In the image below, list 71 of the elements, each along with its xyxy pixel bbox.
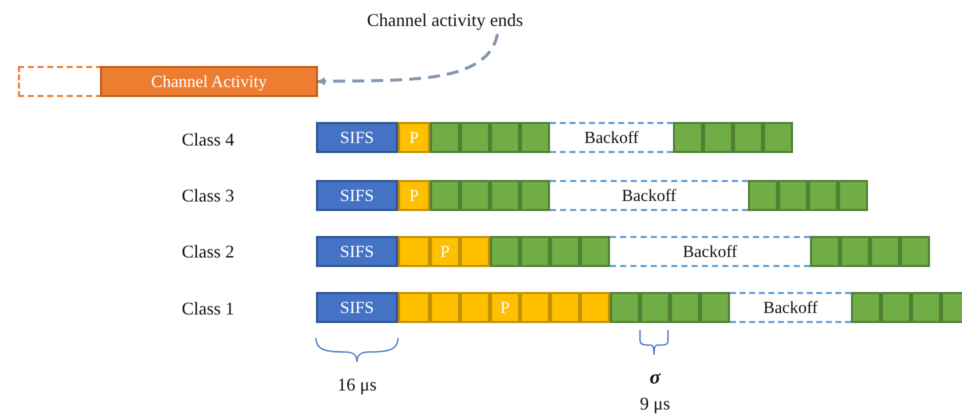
block-label: Channel Activity (151, 72, 267, 92)
slot-block (550, 236, 580, 267)
block-label: Backoff (584, 128, 639, 148)
sifs-block (316, 180, 398, 211)
slot-block (580, 292, 610, 323)
slot-block (900, 236, 930, 267)
duration-label: 16 μs (337, 374, 377, 396)
block-label: P (409, 128, 419, 148)
slot-block (580, 236, 610, 267)
block-label: SIFS (340, 128, 374, 148)
sifs-block (316, 236, 398, 267)
activity-bar (100, 66, 318, 97)
slot-block (520, 180, 550, 211)
row-label: Class 3 (182, 186, 234, 206)
slot-block (398, 122, 430, 153)
slot-block (430, 292, 460, 323)
block-label: Backoff (763, 298, 818, 318)
symbol-label: σ (650, 366, 660, 390)
slot-block (700, 292, 730, 323)
slot-block (460, 122, 490, 153)
block-label: SIFS (340, 242, 374, 262)
slot-block (490, 292, 520, 323)
slot-block (430, 236, 460, 267)
slot-block (460, 236, 490, 267)
block-label: Backoff (622, 186, 676, 206)
slot-block (610, 292, 640, 323)
slot-block (673, 122, 703, 153)
row-label: Class 2 (182, 242, 234, 262)
slot-block (870, 236, 900, 267)
slot-block (430, 122, 460, 153)
duration-label: 9 μs (640, 394, 670, 414)
slot-block (941, 292, 962, 323)
sifs-block (316, 122, 398, 153)
slot-block (460, 292, 490, 323)
slot-block (703, 122, 733, 153)
slot-block (851, 292, 881, 323)
row-label: Class 1 (182, 298, 234, 320)
slot-block (911, 292, 941, 323)
slot-block (808, 180, 838, 211)
block-label: Backoff (682, 242, 738, 262)
block-label: P (440, 242, 450, 262)
slot-block (398, 236, 430, 267)
slot-block (490, 122, 520, 153)
slot-block (748, 180, 778, 211)
slot-block (520, 236, 550, 267)
slot-block (520, 292, 550, 323)
slot-block (733, 122, 763, 153)
slot-block (490, 180, 520, 211)
slot-block (460, 180, 490, 211)
slot-block (881, 292, 911, 323)
block-label: SIFS (340, 186, 374, 206)
row-label: Class 4 (182, 130, 234, 150)
slot-block (550, 292, 580, 323)
slot-block (398, 292, 430, 323)
slot-block (430, 180, 460, 211)
slot-block (670, 292, 700, 323)
slot-block (398, 180, 430, 211)
annotation-text: Channel activity ends (340, 6, 550, 34)
slot-block (763, 122, 793, 153)
block-label: P (500, 298, 510, 318)
block-label: SIFS (340, 298, 374, 318)
slot-block (810, 236, 840, 267)
slot-block (520, 122, 550, 153)
slot-block (640, 292, 670, 323)
slot-block (490, 236, 520, 267)
slot-block (840, 236, 870, 267)
sifs-block (316, 292, 398, 323)
block-label: P (409, 186, 419, 206)
slot-block (778, 180, 808, 211)
slot-block (838, 180, 868, 211)
arrow (317, 34, 499, 86)
